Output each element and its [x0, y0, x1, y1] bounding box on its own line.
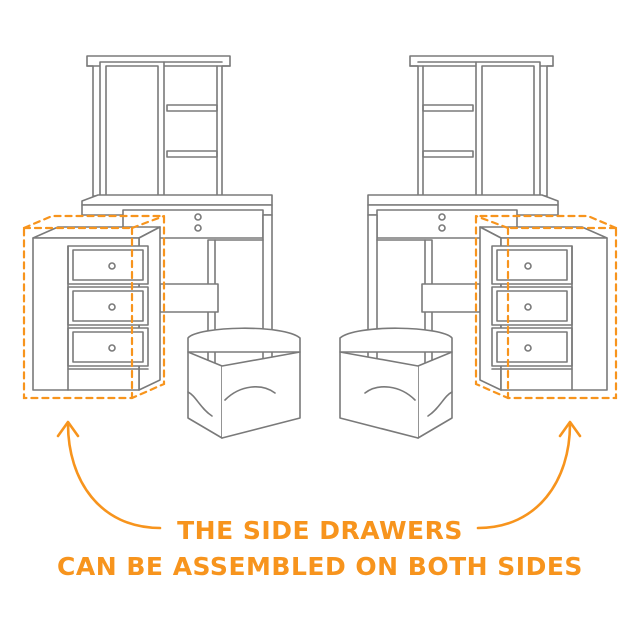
caption-line-2: CAN BE ASSEMBLED ON BOTH SIDES [57, 552, 583, 581]
curved-arrow-right-icon [476, 420, 582, 530]
curved-arrow-left-icon [56, 420, 162, 530]
vanity-left-configuration [22, 55, 301, 439]
vanity-right-configuration [339, 55, 618, 439]
caption-line-1: THE SIDE DRAWERS [177, 516, 463, 545]
